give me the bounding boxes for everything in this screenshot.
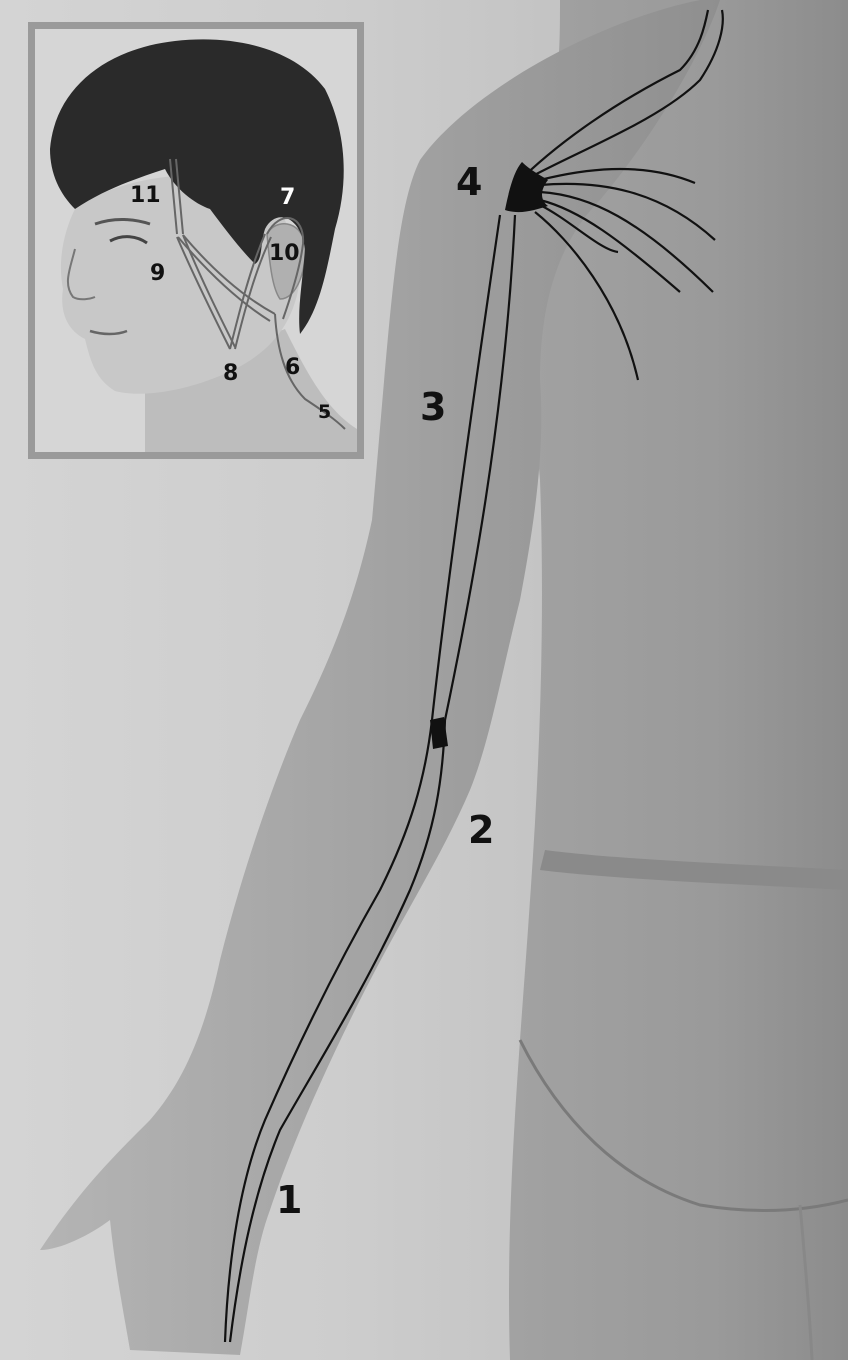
label-5: 5 xyxy=(318,401,331,423)
label-3: 3 xyxy=(420,385,446,429)
label-7: 7 xyxy=(280,185,295,210)
label-2: 2 xyxy=(468,808,494,852)
head-illustration xyxy=(35,29,357,452)
label-9: 9 xyxy=(150,261,165,286)
label-8: 8 xyxy=(223,361,238,386)
label-6: 6 xyxy=(285,355,300,380)
label-11: 11 xyxy=(130,183,161,208)
label-4: 4 xyxy=(456,160,482,204)
head-inset: 5 6 7 8 9 10 11 xyxy=(28,22,364,459)
label-1: 1 xyxy=(276,1178,302,1222)
label-10: 10 xyxy=(269,241,300,266)
